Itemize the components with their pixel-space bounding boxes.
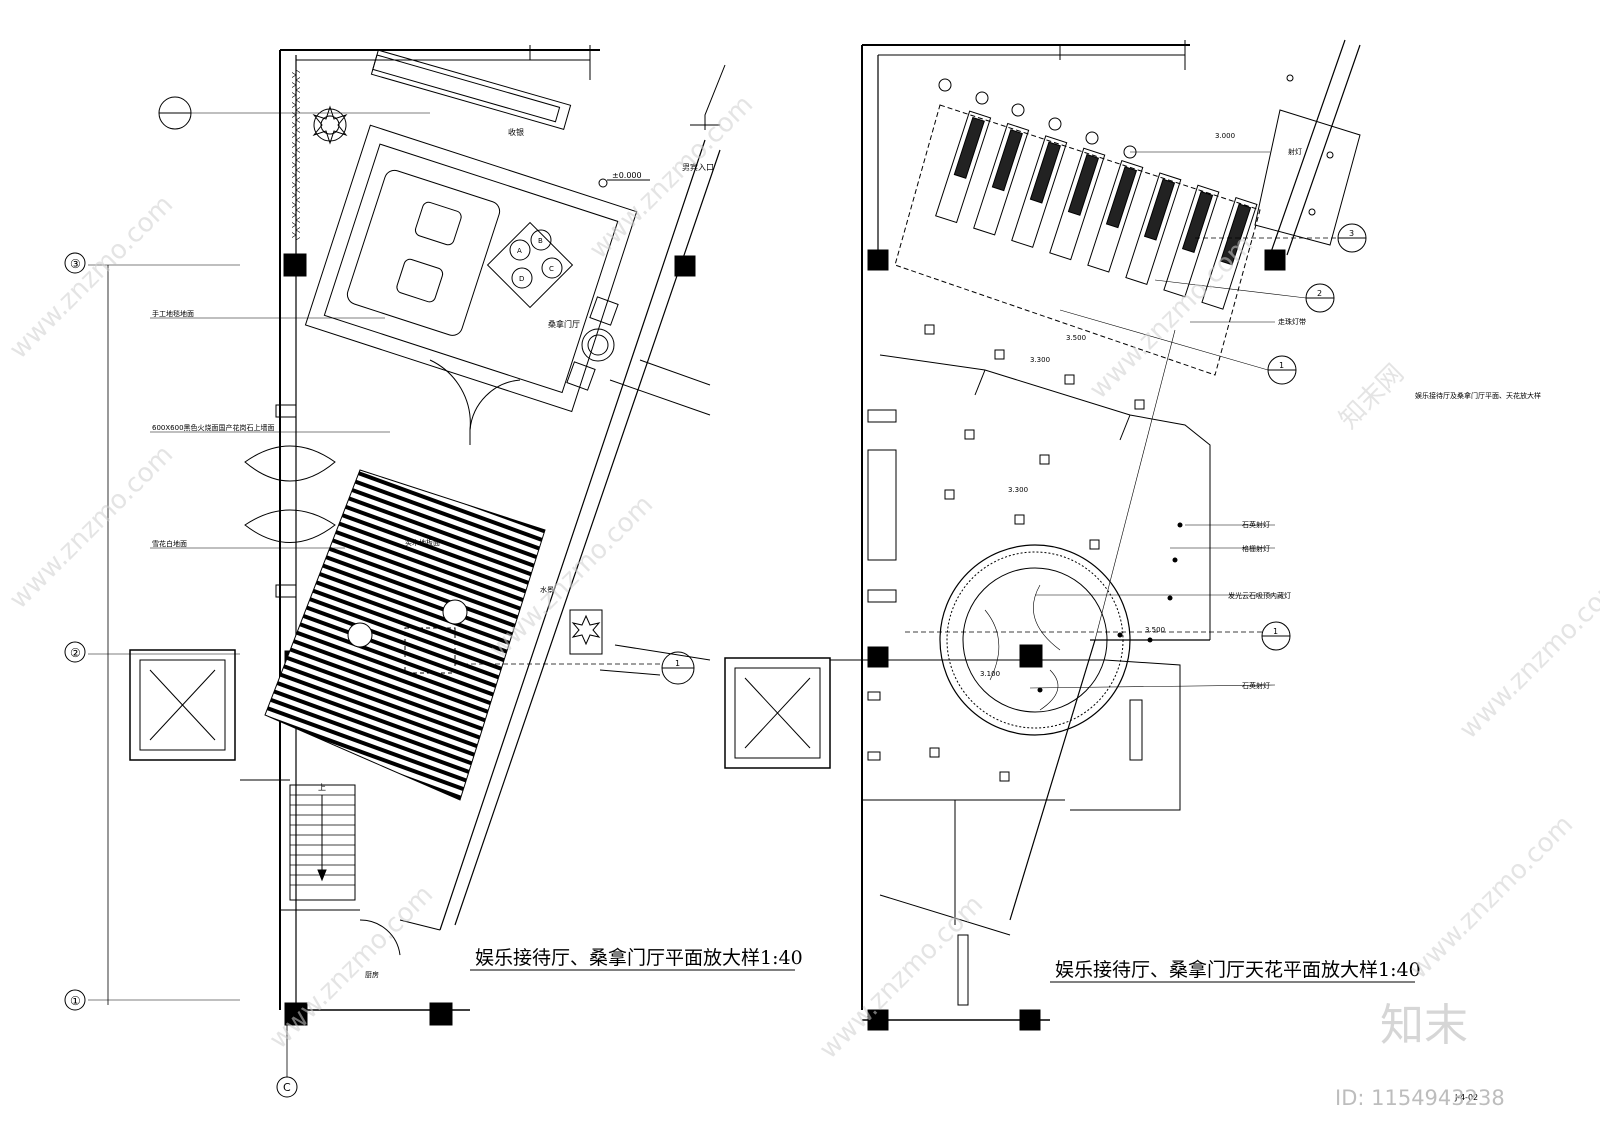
watermark-3: www.znzmo.com (4, 440, 179, 615)
bubble-b: B (538, 237, 543, 245)
bubble-a: A (517, 247, 522, 255)
label-water-feature: 水景 (540, 585, 554, 594)
tag-3: 3 (1349, 229, 1354, 238)
tag-1a: 1 (1279, 361, 1284, 370)
label-spotlight: 射灯 (1288, 147, 1302, 156)
level-5: 3.100 (980, 670, 1000, 678)
bubble-c: C (549, 265, 554, 273)
downlights-row (938, 78, 1137, 159)
grille-lights (935, 110, 1258, 310)
watermark-10: 知末网 (1334, 359, 1410, 435)
label-marble-light: 发光云石吸顶内藏灯 (1228, 591, 1291, 600)
label-male-entrance: 男宾入口 (682, 162, 714, 172)
axis-3: ③ (70, 257, 81, 271)
level-mark: ±0.000 (612, 171, 642, 180)
watermark-1: www.znzmo.com (4, 190, 179, 365)
right-ceiling-plan (724, 39, 1415, 1031)
label-sauna-hall: 桑拿门厅 (548, 319, 580, 329)
label-wood-floor: 实木地板面 (405, 538, 440, 547)
label-cashier: 收银 (508, 127, 524, 137)
watermark-id: ID: 1154943238 (1335, 1086, 1505, 1110)
tag-2: 2 (1317, 289, 1322, 298)
label-floor-stone: 600X600黑色火烧面国产花岗石上墙面 (152, 423, 275, 432)
watermark-logo: 知末 (1380, 1000, 1468, 1051)
label-carpet: 手工地毯地面 (152, 309, 194, 318)
sheet-caption: 娱乐接待厅及桑拿门厅平面、天花放大样 (1415, 391, 1541, 400)
level-3: 3.300 (1008, 486, 1028, 494)
bubble-d: D (519, 275, 524, 283)
axis-c: C (283, 1081, 291, 1094)
watermark-5: www.znzmo.com (264, 880, 439, 1055)
tag-1b: 1 (1273, 627, 1278, 636)
label-stone-spot: 石英射灯 (1242, 520, 1270, 529)
label-kitchen: 厨房 (365, 970, 379, 979)
label-stone-spot-2: 石英射灯 (1242, 681, 1270, 690)
label-mirror-spot: 格栅射灯 (1242, 544, 1270, 553)
left-plan-title: 娱乐接待厅、桑拿门厅平面放大样1:40 (475, 946, 803, 969)
section-tag-left: 1 (675, 659, 680, 668)
label-white-floor: 雪花白地面 (152, 539, 187, 548)
left-plan-labels: 收银 ±0.000 男宾入口 桑拿门厅 手工地毯地面 600X600黑色火烧面国… (70, 127, 803, 1094)
axis-2: ② (70, 646, 81, 660)
watermark-6: www.znzmo.com (814, 890, 989, 1065)
level-2: 3.300 (1030, 356, 1050, 364)
level-4: 3.500 (1066, 334, 1086, 342)
watermark-8: www.znzmo.com (1454, 570, 1600, 745)
right-plan-title: 娱乐接待厅、桑拿门厅天花平面放大样1:40 (1055, 958, 1421, 981)
square-spotlights (867, 324, 1145, 782)
label-stair-up: 上 (318, 783, 326, 792)
level-1: 3.000 (1215, 132, 1235, 140)
right-plan-labels: 3.000 3.300 3.300 3.500 3.100 3.500 射灯 走… (980, 132, 1541, 1102)
watermark-7: www.znzmo.com (1084, 230, 1259, 405)
left-floor-plan (64, 45, 795, 1098)
level-6: 3.500 (1145, 626, 1165, 634)
page-number: J-4-02 (1454, 1093, 1478, 1102)
watermark-9: www.znzmo.com (1404, 810, 1579, 985)
label-track-light: 走珠灯带 (1278, 317, 1306, 326)
axis-1: ① (70, 994, 81, 1008)
